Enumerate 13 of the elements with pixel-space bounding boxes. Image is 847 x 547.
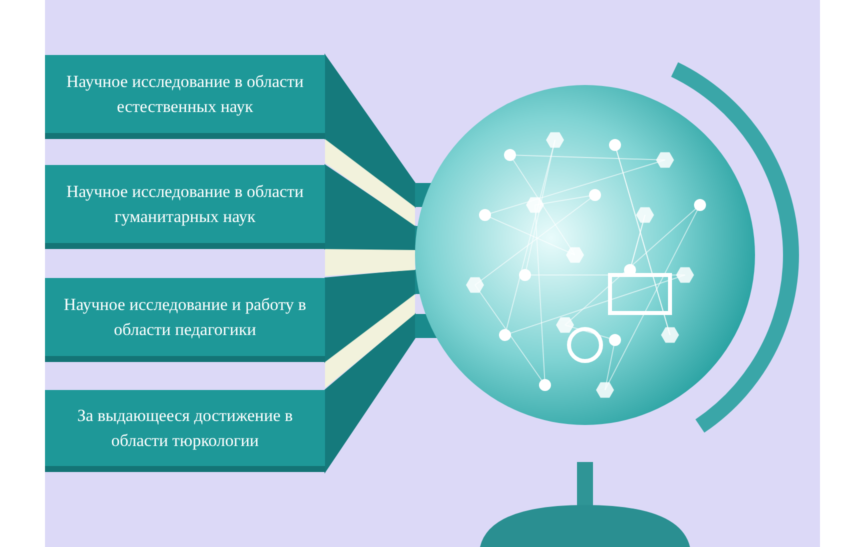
category-box [45, 278, 325, 362]
connector-ribbon [324, 164, 416, 250]
connector-ribbon [324, 312, 416, 474]
category-box [45, 165, 325, 249]
globe-drawing [415, 85, 755, 425]
category-box [45, 55, 325, 139]
category-box [45, 390, 325, 472]
connector-ribbon [324, 53, 416, 208]
category-label: Научное исследование в области естественных наук [65, 70, 305, 118]
category-label: За выдающееся достижение в области тюркологии [76, 404, 294, 452]
category-label: Научное исследование в области гуманитарных наук [65, 180, 305, 228]
category-label: Научное исследование и работу в области педагогики [62, 294, 308, 341]
connector-ribbon [324, 269, 416, 363]
